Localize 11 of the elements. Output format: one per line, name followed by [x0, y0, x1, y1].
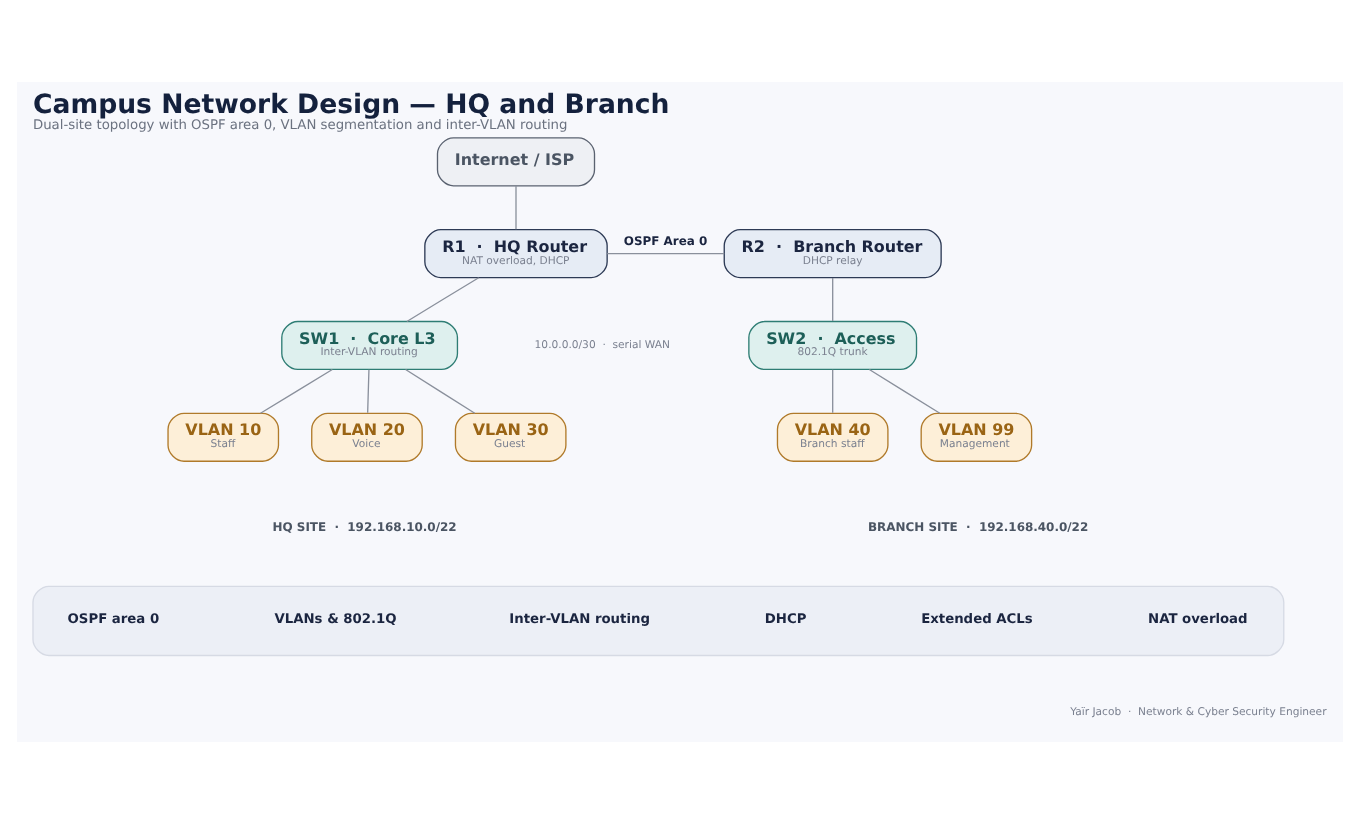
connector	[606, 252, 725, 254]
connector	[404, 367, 476, 413]
cluster	[32, 584, 1285, 656]
connector	[832, 276, 834, 321]
connector	[832, 368, 834, 413]
connector	[868, 367, 941, 413]
connector	[367, 368, 370, 413]
connector	[406, 276, 480, 322]
diagram-title: Campus Network Design — HQ and Branch	[32, 89, 670, 120]
connector	[259, 367, 333, 413]
connector	[515, 184, 517, 229]
